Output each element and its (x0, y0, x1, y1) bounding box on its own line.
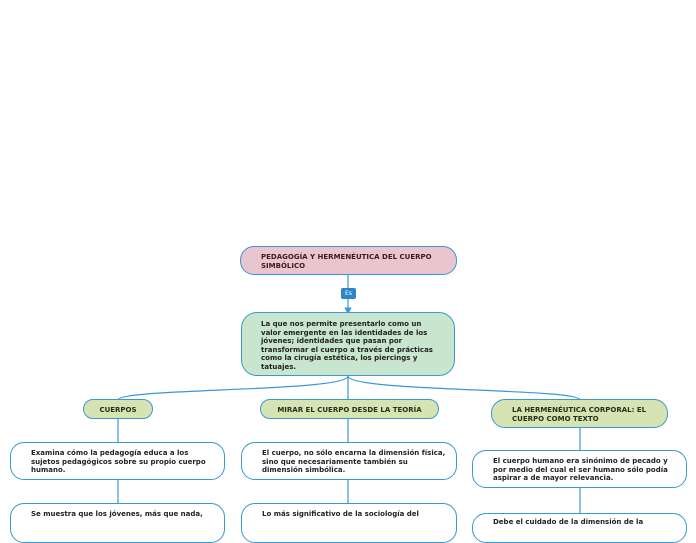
root-node-text: PEDAGOGÍA Y HERMENÉUTICA DEL CUERPO SIMB… (261, 253, 432, 270)
center-node-text: La que nos permite presentarlo como un v… (261, 320, 433, 371)
category-node-hermeneutica[interactable]: LA HERMENÉUTICA CORPORAL: EL CUERPO COMO… (491, 399, 668, 428)
leaf-node-mirar-2[interactable]: Lo más significativo de la sociología de… (241, 503, 457, 543)
leaf-node-cuerpos-2[interactable]: Se muestra que los jóvenes, más que nada… (10, 503, 225, 543)
leaf-node-cuerpos-2-text: Se muestra que los jóvenes, más que nada… (31, 510, 203, 518)
leaf-node-cuerpos-1[interactable]: Examina cómo la pedagogía educa a los su… (10, 442, 225, 480)
connector-center-to-cuerpos (117, 375, 349, 401)
leaf-node-hermeneutica-2[interactable]: Debe el cuidado de la dimensión de la (472, 513, 687, 543)
center-node[interactable]: La que nos permite presentarlo como un v… (241, 312, 455, 376)
category-node-mirar-text: MIRAR EL CUERPO DESDE LA TEORÍA (277, 406, 422, 414)
root-node[interactable]: PEDAGOGÍA Y HERMENÉUTICA DEL CUERPO SIMB… (240, 246, 457, 275)
category-node-hermeneutica-text: LA HERMENÉUTICA CORPORAL: EL CUERPO COMO… (512, 406, 647, 423)
category-node-mirar[interactable]: MIRAR EL CUERPO DESDE LA TEORÍA (260, 399, 439, 419)
leaf-node-mirar-2-text: Lo más significativo de la sociología de… (262, 510, 419, 518)
category-node-cuerpos[interactable]: CUERPOS (83, 399, 153, 419)
leaf-node-mirar-1-text: El cuerpo, no sólo encarna la dimensión … (262, 449, 446, 475)
connector-center-to-hermeneutica (347, 375, 581, 401)
leaf-node-hermeneutica-1-text: El cuerpo humano era sinónimo de pecado … (493, 457, 668, 483)
leaf-node-mirar-1[interactable]: El cuerpo, no sólo encarna la dimensión … (241, 442, 457, 480)
connector-layer (117, 274, 581, 514)
category-node-cuerpos-text: CUERPOS (99, 406, 137, 414)
leaf-node-hermeneutica-2-text: Debe el cuidado de la dimensión de la (493, 518, 644, 526)
leaf-node-cuerpos-1-text: Examina cómo la pedagogía educa a los su… (31, 449, 206, 475)
leaf-node-hermeneutica-1[interactable]: El cuerpo humano era sinónimo de pecado … (472, 450, 687, 488)
link-label-badge: Es (341, 288, 356, 299)
